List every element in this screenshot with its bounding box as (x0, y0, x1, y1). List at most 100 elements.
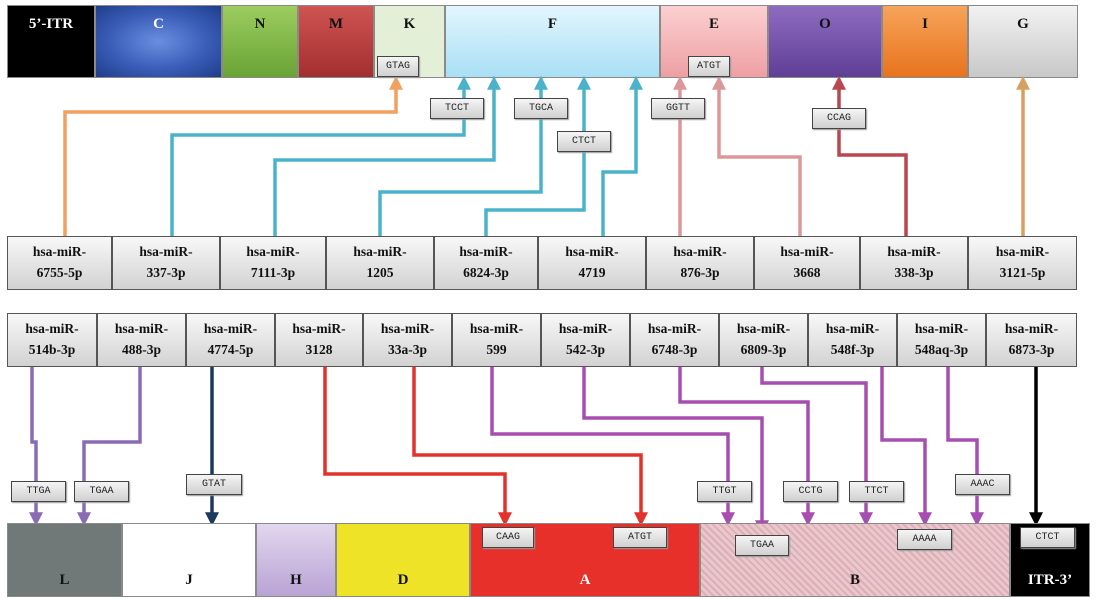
link-3128-to-A (323, 367, 512, 527)
mirna-prefix: hsa-miR- (736, 321, 791, 336)
link-1205-to-F (378, 75, 548, 236)
mirna-id: 4774-5p (207, 342, 254, 357)
mirna-id: 6748-3p (651, 342, 698, 357)
mirna-box: hsa-miR-542-3p (541, 313, 630, 367)
mirna-id: 7111-3p (250, 265, 296, 280)
seed-sequence-tag: CCTG (783, 481, 838, 502)
gene-label: M (328, 16, 344, 32)
mirna-id: 6873-3p (1008, 342, 1055, 357)
gene-segment-d: D (336, 523, 470, 597)
mirna-prefix: hsa-miR- (353, 244, 407, 259)
gene-segment-c: C (95, 5, 222, 78)
seed-sequence-tag: TTGT (697, 481, 752, 502)
mirna-id: 1205 (366, 265, 394, 280)
gene-segment-j: J (122, 523, 256, 597)
mirna-id: 3121-5p (999, 265, 1046, 280)
mirna-box: hsa-miR-488-3p (97, 313, 186, 367)
mirna-id: 3668 (793, 265, 821, 280)
mirna-box: hsa-miR- 337-3p (112, 236, 220, 290)
gene-segment-f: F (445, 5, 660, 78)
link-548aq-3p-to-B (946, 367, 984, 527)
mirna-prefix: hsa-miR- (914, 321, 969, 336)
mirna-id: 33a-3p (387, 342, 427, 357)
link-7111-3p-to-F (273, 75, 501, 236)
link-33a-3p-to-A (412, 367, 648, 527)
mirna-box: hsa-miR- 33a-3p (363, 313, 452, 367)
mirna-prefix: hsa-miR- (139, 244, 193, 259)
mirna-prefix: hsa-miR- (780, 244, 834, 259)
seed-sequence-tag: CAAG (482, 527, 534, 548)
mirna-prefix: hsa-miR- (825, 321, 880, 336)
mirna-prefix: hsa-miR- (995, 244, 1050, 259)
mirna-box: hsa-miR- 6809-3p (719, 313, 808, 367)
seed-sequence-tag: CCAG (812, 108, 866, 129)
mirna-id: 599 (486, 342, 507, 357)
seed-sequence-tag: AAAA (897, 529, 952, 550)
gene-label: D (397, 572, 409, 588)
seed-sequence-tag: TCCT (430, 98, 484, 119)
link-6748-3p-to-B (678, 367, 815, 527)
seed-sequence-tag: TGAA (74, 481, 129, 502)
mirna-id: 337-3p (146, 265, 186, 280)
mirna-box: hsa-miR- 7111-3p (220, 236, 326, 290)
mirna-box: hsa-miR-4774-5p (186, 313, 275, 367)
mirna-prefix: hsa-miR- (25, 321, 79, 336)
mirna-box: hsa-miR- 548aq-3p (897, 313, 986, 367)
gene-label: J (185, 572, 193, 588)
mirna-prefix: hsa-miR- (565, 244, 619, 259)
link-548f-3p-to-B (880, 367, 932, 527)
mirna-id: 3128 (305, 342, 333, 357)
gene-label: O (819, 16, 831, 32)
mirna-box: hsa-miR- 3121-5p (968, 236, 1077, 290)
seed-sequence-tag: GGTT (651, 98, 705, 119)
seed-sequence-tag: GTAT (186, 474, 242, 495)
mirna-id: 548aq-3p (914, 342, 969, 357)
link-6755-5p-to-K (63, 75, 403, 236)
gene-segment-g: G (968, 5, 1078, 78)
mirna-box: hsa-miR- 1205 (326, 236, 434, 290)
mirna-id: 6755-5p (36, 265, 83, 280)
gene-segment-n: N (222, 5, 298, 78)
gene-label: ITR-3’ (1027, 572, 1073, 588)
seed-sequence-tag: AAAC (955, 474, 1010, 495)
seed-sequence-tag: TGAA (735, 535, 789, 556)
gene-label: E (708, 16, 719, 32)
link-3668-to-E (712, 75, 802, 236)
mirna-box: hsa-miR- 338-3p (860, 236, 968, 290)
gene-label: F (547, 16, 558, 32)
mirna-prefix: hsa-miR- (246, 244, 300, 259)
seed-sequence-tag: CTCT (557, 131, 611, 152)
mirna-box: hsa-miR-6748-3p (630, 313, 719, 367)
mirna-prefix: hsa-miR- (469, 321, 524, 336)
mirna-id: 514b-3p (28, 342, 76, 357)
mirna-box: hsa-miR-876-3p (646, 236, 754, 290)
mirna-id: 6824-3p (463, 265, 509, 280)
gene-label: L (59, 572, 70, 588)
gene-label: H (290, 572, 302, 588)
mirna-id: 548f-3p (830, 342, 875, 357)
mirna-prefix: hsa-miR- (887, 244, 941, 259)
mirna-box: hsa-miR- 3668 (754, 236, 860, 290)
gene-label: 5’-ITR (28, 16, 74, 32)
mirna-id: 876-3p (680, 265, 720, 280)
mirna-id: 6809-3p (740, 342, 787, 357)
gene-segment-i: I (882, 5, 968, 78)
seed-sequence-tag: GTAG (377, 56, 419, 77)
seed-sequence-tag: ATGT (613, 527, 667, 548)
mirna-box: hsa-miR- 599 (452, 313, 541, 367)
seed-sequence-tag: CTCT (1020, 527, 1075, 548)
link-338-3p-to-O (832, 75, 908, 236)
mirna-prefix: hsa-miR- (32, 244, 87, 259)
mirna-prefix: hsa-miR- (292, 321, 346, 336)
mirna-prefix: hsa-miR- (114, 321, 169, 336)
mirna-prefix: hsa-miR- (558, 321, 613, 336)
mirna-prefix: hsa-miR- (380, 321, 435, 336)
gene-segment-o: O (768, 5, 882, 78)
mirna-id: 338-3p (894, 265, 934, 280)
gene-label: A (579, 572, 591, 588)
mirna-box: hsa-miR- 3128 (275, 313, 363, 367)
seed-sequence-tag: TGCA (514, 98, 568, 119)
link-542-3p-to-B (582, 367, 769, 535)
